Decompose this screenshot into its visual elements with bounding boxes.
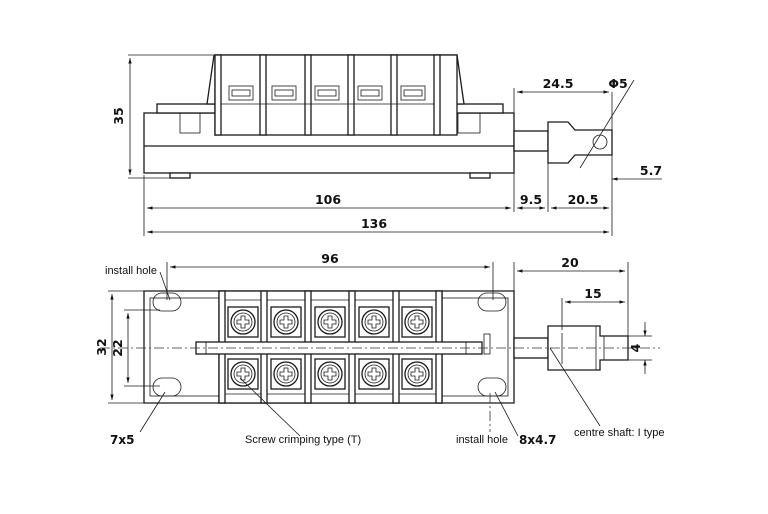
dim-5-7: 5.7 [640, 163, 662, 178]
dim-106: 106 [315, 192, 341, 207]
dim-32: 32 [94, 338, 109, 355]
side-view: 35 24.5 Φ5 5.7 106 9.5 20.5 136 [111, 54, 662, 236]
label-install-hole-bottom: install hole [456, 434, 508, 446]
dim-phi-5: Φ5 [608, 76, 627, 91]
dim-4: 4 [628, 343, 643, 352]
screw-terminal-icon [358, 306, 390, 338]
screw-terminal-icon [270, 306, 302, 338]
screw-terminal-icon [314, 358, 346, 390]
shaft-side [513, 130, 549, 152]
screw-terminal-icon [358, 358, 390, 390]
screw-terminal-icon [401, 306, 433, 338]
dim-height-35: 35 [111, 107, 126, 124]
dim-15: 15 [584, 286, 601, 301]
dim-22: 22 [110, 339, 125, 356]
dim-24-5: 24.5 [543, 76, 574, 91]
screw-terminals [227, 306, 433, 390]
dim-96: 96 [321, 251, 339, 266]
dim-20: 20 [561, 255, 579, 270]
label-centre-shaft: centre shaft: I type [574, 427, 665, 439]
label-hole-8x4-7: 8x4.7 [519, 433, 556, 447]
install-slot-bl [152, 377, 182, 397]
screw-terminal-icon [227, 358, 259, 390]
screw-terminal-icon [401, 358, 433, 390]
install-slot-tr [477, 292, 507, 312]
screw-terminal-icon [314, 306, 346, 338]
screw-terminal-icon [270, 358, 302, 390]
label-screw-type: Screw crimping type (T) [245, 434, 361, 446]
label-hole-7x5: 7x5 [110, 433, 134, 447]
screw-heads-side [228, 85, 426, 101]
dim-20-5: 20.5 [568, 192, 599, 207]
plan-view: 96 20 15 4 32 22 install hole 7x5 [94, 251, 665, 447]
install-slot-br [477, 377, 507, 397]
partitions [214, 54, 441, 136]
label-install-hole-top: install hole [105, 265, 157, 277]
screw-terminal-icon [227, 306, 259, 338]
dim-136: 136 [361, 216, 387, 231]
dim-9-5: 9.5 [520, 192, 542, 207]
